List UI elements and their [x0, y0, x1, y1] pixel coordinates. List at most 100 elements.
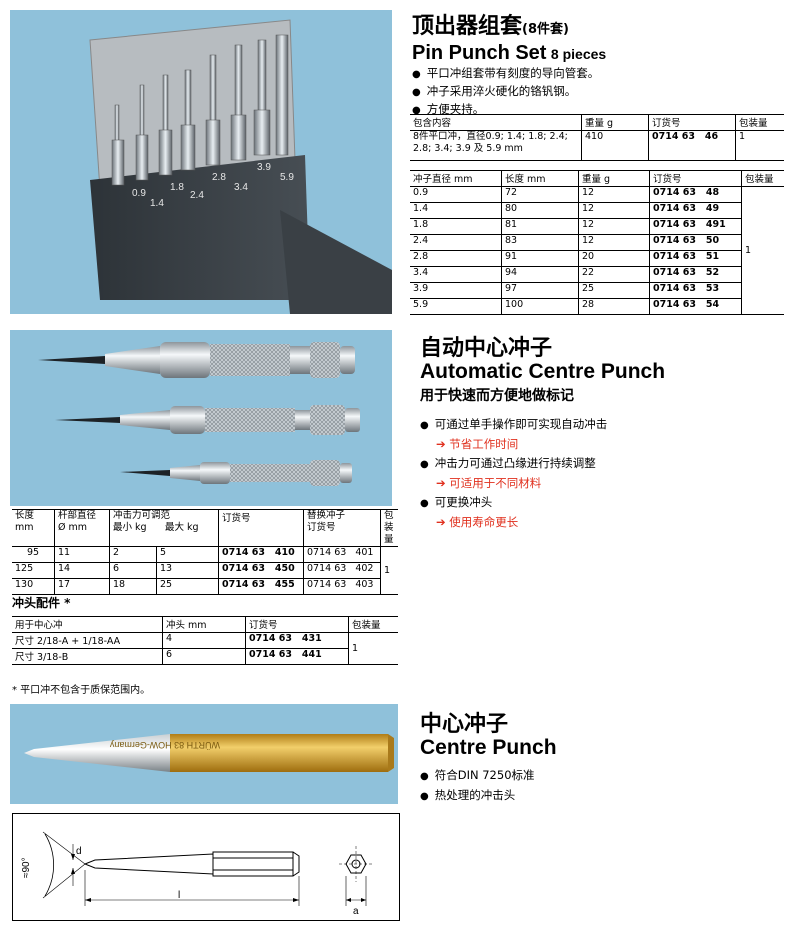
cell: 18 [109, 578, 157, 595]
header-unit: Ø mm [58, 522, 88, 533]
pin-bullets: 平口冲组套带有刻度的导向管套。 冲子采用淬火硬化的铬钒钢。 方便夹持。 [412, 65, 797, 119]
cell: 95 [12, 546, 55, 563]
col-header: 包装量 [380, 509, 398, 547]
cell: 0714 63 403 [303, 578, 381, 595]
cell: 0.9 [410, 186, 502, 203]
bullet-item: 可更换冲头 [420, 493, 800, 513]
single-qty: 1 [741, 186, 784, 315]
photo-label: 1.4 [150, 198, 164, 209]
col-header: 包装量 [741, 170, 784, 187]
col-header: 订货号 [245, 616, 349, 633]
bullet-item: 热处理的冲击头 [420, 786, 800, 806]
cell: 2.8 [410, 250, 502, 267]
set-weight: 410 [581, 130, 649, 161]
col-header: 包含内容 [410, 114, 582, 131]
col-header: 订货号 [648, 114, 736, 131]
pin-punch-illustration: 0.9 1.4 1.8 2.4 2.8 3.4 3.9 5.9 [89, 19, 392, 314]
header-text: 长度 [15, 510, 35, 521]
cell: 72 [501, 186, 579, 203]
cell: 12 [578, 218, 650, 235]
cell: 2.4 [410, 234, 502, 251]
cell: 尺寸 3/18-B [12, 648, 163, 665]
cell: 97 [501, 282, 579, 299]
centre-title-block: 中心冲子 Centre Punch 符合DIN 7250标准 热处理的冲击头 [420, 706, 800, 806]
header-text: 订货号 [307, 522, 336, 533]
dim-a: a [353, 906, 359, 917]
cell: 25 [156, 578, 219, 595]
centre-punch-illustration: WÜRTH 83 HOW-Germany [24, 734, 394, 772]
cell: 6 [162, 648, 246, 665]
cell: 0714 63 410 [218, 546, 304, 563]
cell: 80 [501, 202, 579, 219]
bullet-item: 冲击力可通过凸缘进行持续调整 [420, 454, 800, 474]
dim-l: l [178, 890, 180, 901]
set-order-no: 0714 63 46 [648, 130, 736, 161]
bullet-item: 符合DIN 7250标准 [420, 766, 800, 786]
cell: 130 [12, 578, 55, 595]
auto-title-en: Automatic Centre Punch [420, 360, 666, 383]
col-header: 重量 g [581, 114, 649, 131]
benefit-text: ➔ 使用寿命更长 [436, 515, 519, 529]
cell: 12 [578, 202, 650, 219]
header-text: 替换冲子 [307, 510, 346, 521]
pin-title-en: Pin Punch Set [412, 42, 547, 64]
technical-drawing: ≈90° d l a [12, 813, 400, 921]
auto-punch-photo [10, 330, 392, 506]
cell: 6 [109, 562, 157, 579]
benefit-text: ➔ 节省工作时间 [436, 437, 519, 451]
bullet-item: 可通过单手操作即可实现自动冲击 [420, 415, 800, 435]
accessory-title: 冲头配件 * [12, 596, 71, 610]
centre-title-en: Centre Punch [420, 736, 557, 759]
col-header: 冲子直径 mm [410, 170, 502, 187]
auto-subtitle: 用于快速而方便地做标记 [420, 388, 574, 404]
footnote: * 平口冲不包含于质保范围内。 [12, 685, 151, 696]
col-header: 用于中心冲 [12, 616, 163, 633]
dimension-drawing: ≈90° d l a [21, 831, 373, 917]
cell: 91 [501, 250, 579, 267]
header-text: 杆部直径 [58, 510, 97, 521]
dim-angle: ≈90° [21, 857, 32, 878]
photo-label: 3.9 [257, 162, 271, 173]
photo-label: 3.4 [234, 182, 248, 193]
auto-title-cn: 自动中心冲子 [420, 336, 553, 361]
cell: 81 [501, 218, 579, 235]
auto-title-block: 自动中心冲子 Automatic Centre Punch 用于快速而方便地做标… [420, 330, 800, 532]
bullet-item: 方便夹持。 [412, 101, 797, 119]
photo-label: 2.4 [190, 190, 204, 201]
cell: 0714 63 401 [303, 546, 381, 563]
cell: 11 [54, 546, 110, 563]
cell: 25 [578, 282, 650, 299]
cell: 28 [578, 298, 650, 315]
cell: 20 [578, 250, 650, 267]
header-unit: mm [15, 522, 34, 533]
header-text: 量 [384, 534, 394, 545]
cell: 1.4 [410, 202, 502, 219]
cell: 125 [12, 562, 55, 579]
col-header: 订货号 [218, 509, 304, 547]
centre-title-cn: 中心冲子 [420, 712, 509, 737]
header-text: 最小 kg [113, 522, 147, 533]
cell: 5.9 [410, 298, 502, 315]
cell: 12 [578, 186, 650, 203]
cell: 0714 63 455 [218, 578, 304, 595]
cell: 0714 63 441 [245, 648, 349, 665]
cell: 83 [501, 234, 579, 251]
bullet-item: 平口冲组套带有刻度的导向管套。 [412, 65, 797, 83]
header-text: 包装 [384, 510, 394, 533]
auto-qty: 1 [380, 546, 398, 595]
dim-d: d [76, 846, 82, 857]
cell: 12 [578, 234, 650, 251]
col-header: 包装量 [735, 114, 784, 131]
cell: 3.9 [410, 282, 502, 299]
